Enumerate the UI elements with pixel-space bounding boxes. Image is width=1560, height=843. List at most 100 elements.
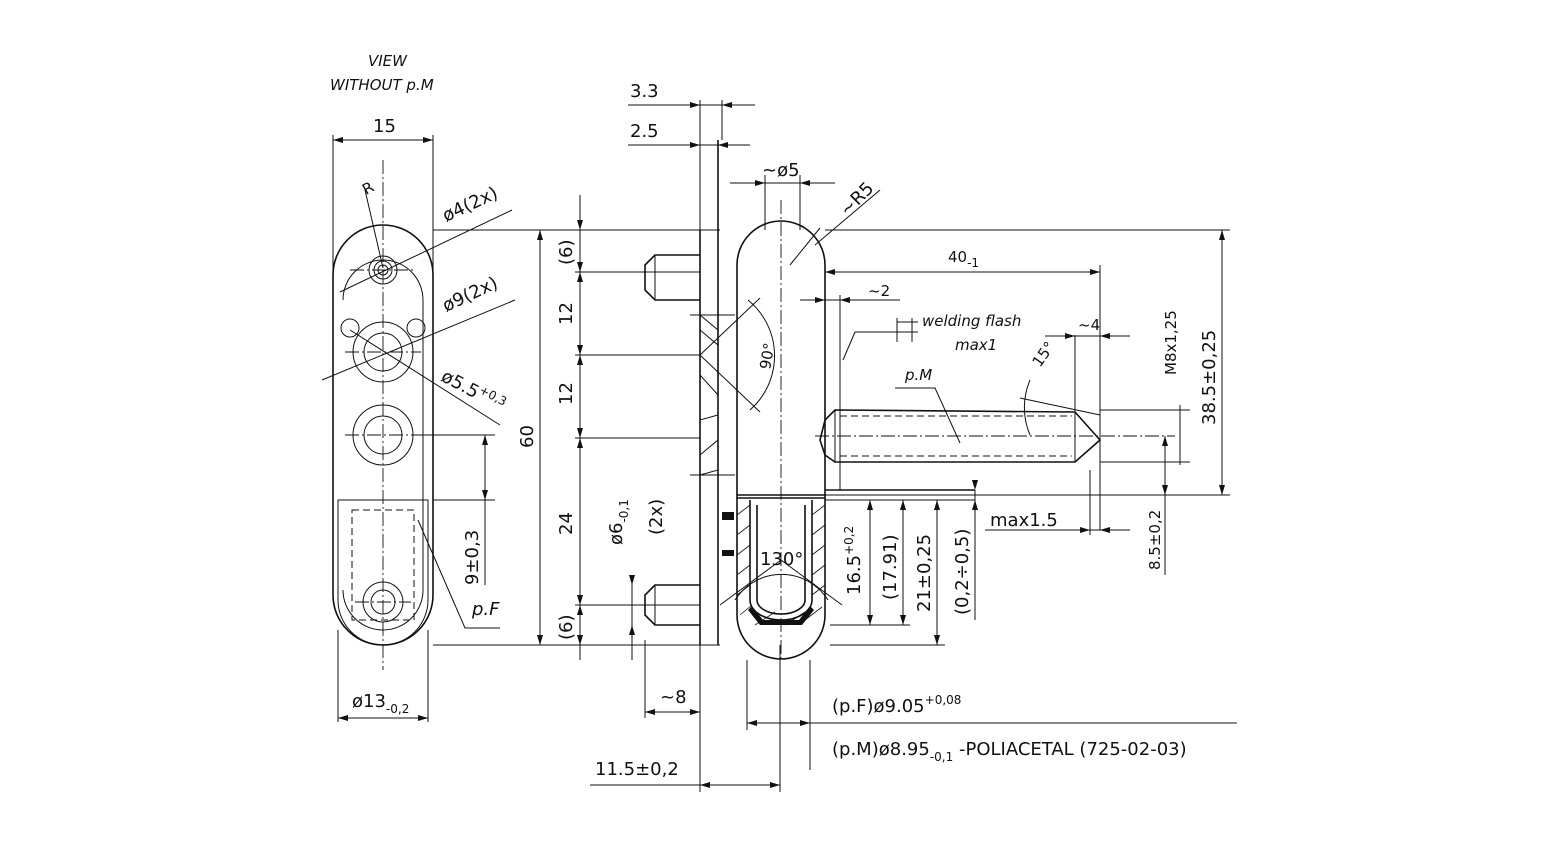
pM-material: -POLIACETAL (725-02-03) — [953, 739, 1186, 760]
dim-40-tol: -1 — [967, 256, 979, 270]
dim-4-label: ~4 — [1078, 316, 1100, 334]
angle-90-ray2 — [699, 354, 761, 413]
threaded-pin: 40-1 ~2 welding flash max1 p.M 15° — [800, 229, 1230, 646]
plate-outline — [332, 224, 434, 646]
angle-130-ray2 — [780, 559, 843, 606]
dim-33-arrows — [690, 102, 732, 108]
bottom-stud — [644, 584, 700, 626]
dim-4-arrows — [1065, 333, 1110, 339]
pF-dia-value: (p.F)ø9.05 — [832, 696, 925, 717]
max15-label: max1.5 — [990, 510, 1058, 531]
pivot-block — [736, 494, 826, 660]
pM-dia-value: (p.M)ø8.95 — [832, 739, 930, 760]
angle-15-arc — [1023, 379, 1031, 436]
dim-40-value: 40 — [948, 248, 967, 266]
dia6-label: ø6-0,1 — [606, 499, 631, 545]
insert-mark-2 — [722, 550, 734, 556]
angle-90-ray1 — [699, 297, 761, 356]
dim-max15-arrows — [1080, 527, 1110, 533]
left-view: VIEW WITHOUT p.M 15 — [321, 52, 516, 722]
dia13-label: ø13-0,2 — [352, 691, 409, 716]
dim-85-label: 8.5±0,2 — [1146, 510, 1164, 570]
angle-90-arc — [747, 299, 776, 411]
welding-flash-label: welding flash — [922, 312, 1021, 330]
dia9-leader — [321, 299, 516, 381]
dim-2-label: ~2 — [868, 282, 890, 300]
dim-165-tol: +0,2 — [842, 526, 856, 555]
relief-right — [406, 318, 426, 338]
dim-40-label: 40-1 — [948, 248, 979, 270]
angle-130-arc — [734, 573, 829, 601]
dia55-leader — [349, 329, 501, 426]
pM-dia-label: (p.M)ø8.95-0,1 -POLIACETAL (725-02-03) — [832, 739, 1187, 764]
relief-left — [340, 318, 360, 338]
pivot-cup-inner — [756, 505, 806, 615]
dia13-tol: -0,2 — [386, 702, 409, 716]
countersink-1 — [699, 313, 719, 347]
max1-label: max1 — [955, 336, 997, 354]
pF-dia-label: (p.F)ø9.05+0,08 — [832, 693, 961, 717]
thread-label: M8x1,25 — [1162, 310, 1180, 375]
dim-6-top-label: (6) — [556, 240, 577, 266]
pM-label: p.M — [904, 366, 932, 384]
pF-leader — [417, 519, 500, 629]
dia5-label: ~ø5 — [762, 160, 800, 181]
pin-body-outline — [337, 499, 429, 646]
pM-dia-tol: -0,1 — [930, 750, 953, 764]
dim-15-label: 15 — [373, 116, 396, 137]
pF-dia-tol: +0,08 — [925, 693, 962, 707]
dim-385-label: 38.5±0,25 — [1199, 330, 1220, 425]
countersink-2 — [699, 373, 719, 421]
chain-dim-arrows — [577, 220, 583, 645]
dia55-value: ø5.5 — [438, 366, 483, 403]
angle-130-label: 130° — [760, 549, 803, 570]
dim-165-value: 16.5 — [844, 555, 865, 595]
dim-2-arrows — [815, 297, 850, 303]
dia4-leader — [339, 209, 513, 293]
angle-15-ray — [1019, 397, 1101, 416]
pin-hidden-bore — [351, 509, 415, 621]
side-plate-view: (6) 12 12 24 (6) ø6-0,1 (2x) ~8 — [556, 81, 781, 792]
dim-2x-label: (2x) — [646, 499, 667, 535]
insert-mark-1 — [722, 512, 734, 520]
pivot-hatch — [736, 504, 826, 626]
dim-8-label: ~8 — [660, 687, 687, 708]
dimension-60: 60 — [433, 229, 720, 646]
pF-label: p.F — [471, 599, 500, 620]
dim-02-label: (0,2÷0,5) — [952, 529, 973, 615]
dia55-label: ø5.5+0,3 — [438, 364, 510, 417]
dim-1791-label: (17.91) — [880, 534, 901, 600]
dim-24-label: 24 — [556, 512, 577, 535]
plate-slot — [342, 259, 424, 631]
dim-02-arrows — [972, 480, 978, 510]
dim-33-label: 3.3 — [630, 81, 659, 102]
r5-label: ~R5 — [836, 178, 878, 220]
r5-leader — [814, 189, 881, 246]
knuckle-body — [736, 220, 826, 495]
hinge-knuckle: ~ø5 ~R5 90° — [699, 160, 1237, 770]
dim-25-arrows — [690, 142, 728, 148]
knuckle-leader — [789, 227, 821, 266]
dim-13-arrows — [338, 715, 428, 721]
pM-leader — [895, 387, 961, 444]
angle-90-label: 90° — [756, 341, 778, 370]
radius-label: R — [359, 178, 377, 199]
view-title-line1: VIEW — [368, 52, 408, 70]
dim-60-label: 60 — [517, 425, 538, 448]
view-title-line2: WITHOUT p.M — [330, 76, 434, 94]
dim-25-label: 2.5 — [630, 121, 659, 142]
dia55-tol: +0,3 — [477, 383, 509, 409]
dim-12a-label: 12 — [556, 302, 577, 325]
dim-165-label: 16.5+0,2 — [842, 526, 865, 595]
dim-12b-label: 12 — [556, 382, 577, 405]
dia6-value: ø6 — [606, 523, 627, 545]
dim-15-arrows — [333, 137, 433, 143]
shell-black-right — [781, 606, 814, 625]
countersink-3 — [699, 438, 719, 476]
dia6-tol: -0,1 — [617, 499, 631, 522]
dim-21-label: 21±0,25 — [914, 534, 935, 612]
weld-leader — [842, 331, 856, 361]
dim-6-bottom-label: (6) — [556, 615, 577, 641]
radius-leader — [364, 189, 384, 269]
